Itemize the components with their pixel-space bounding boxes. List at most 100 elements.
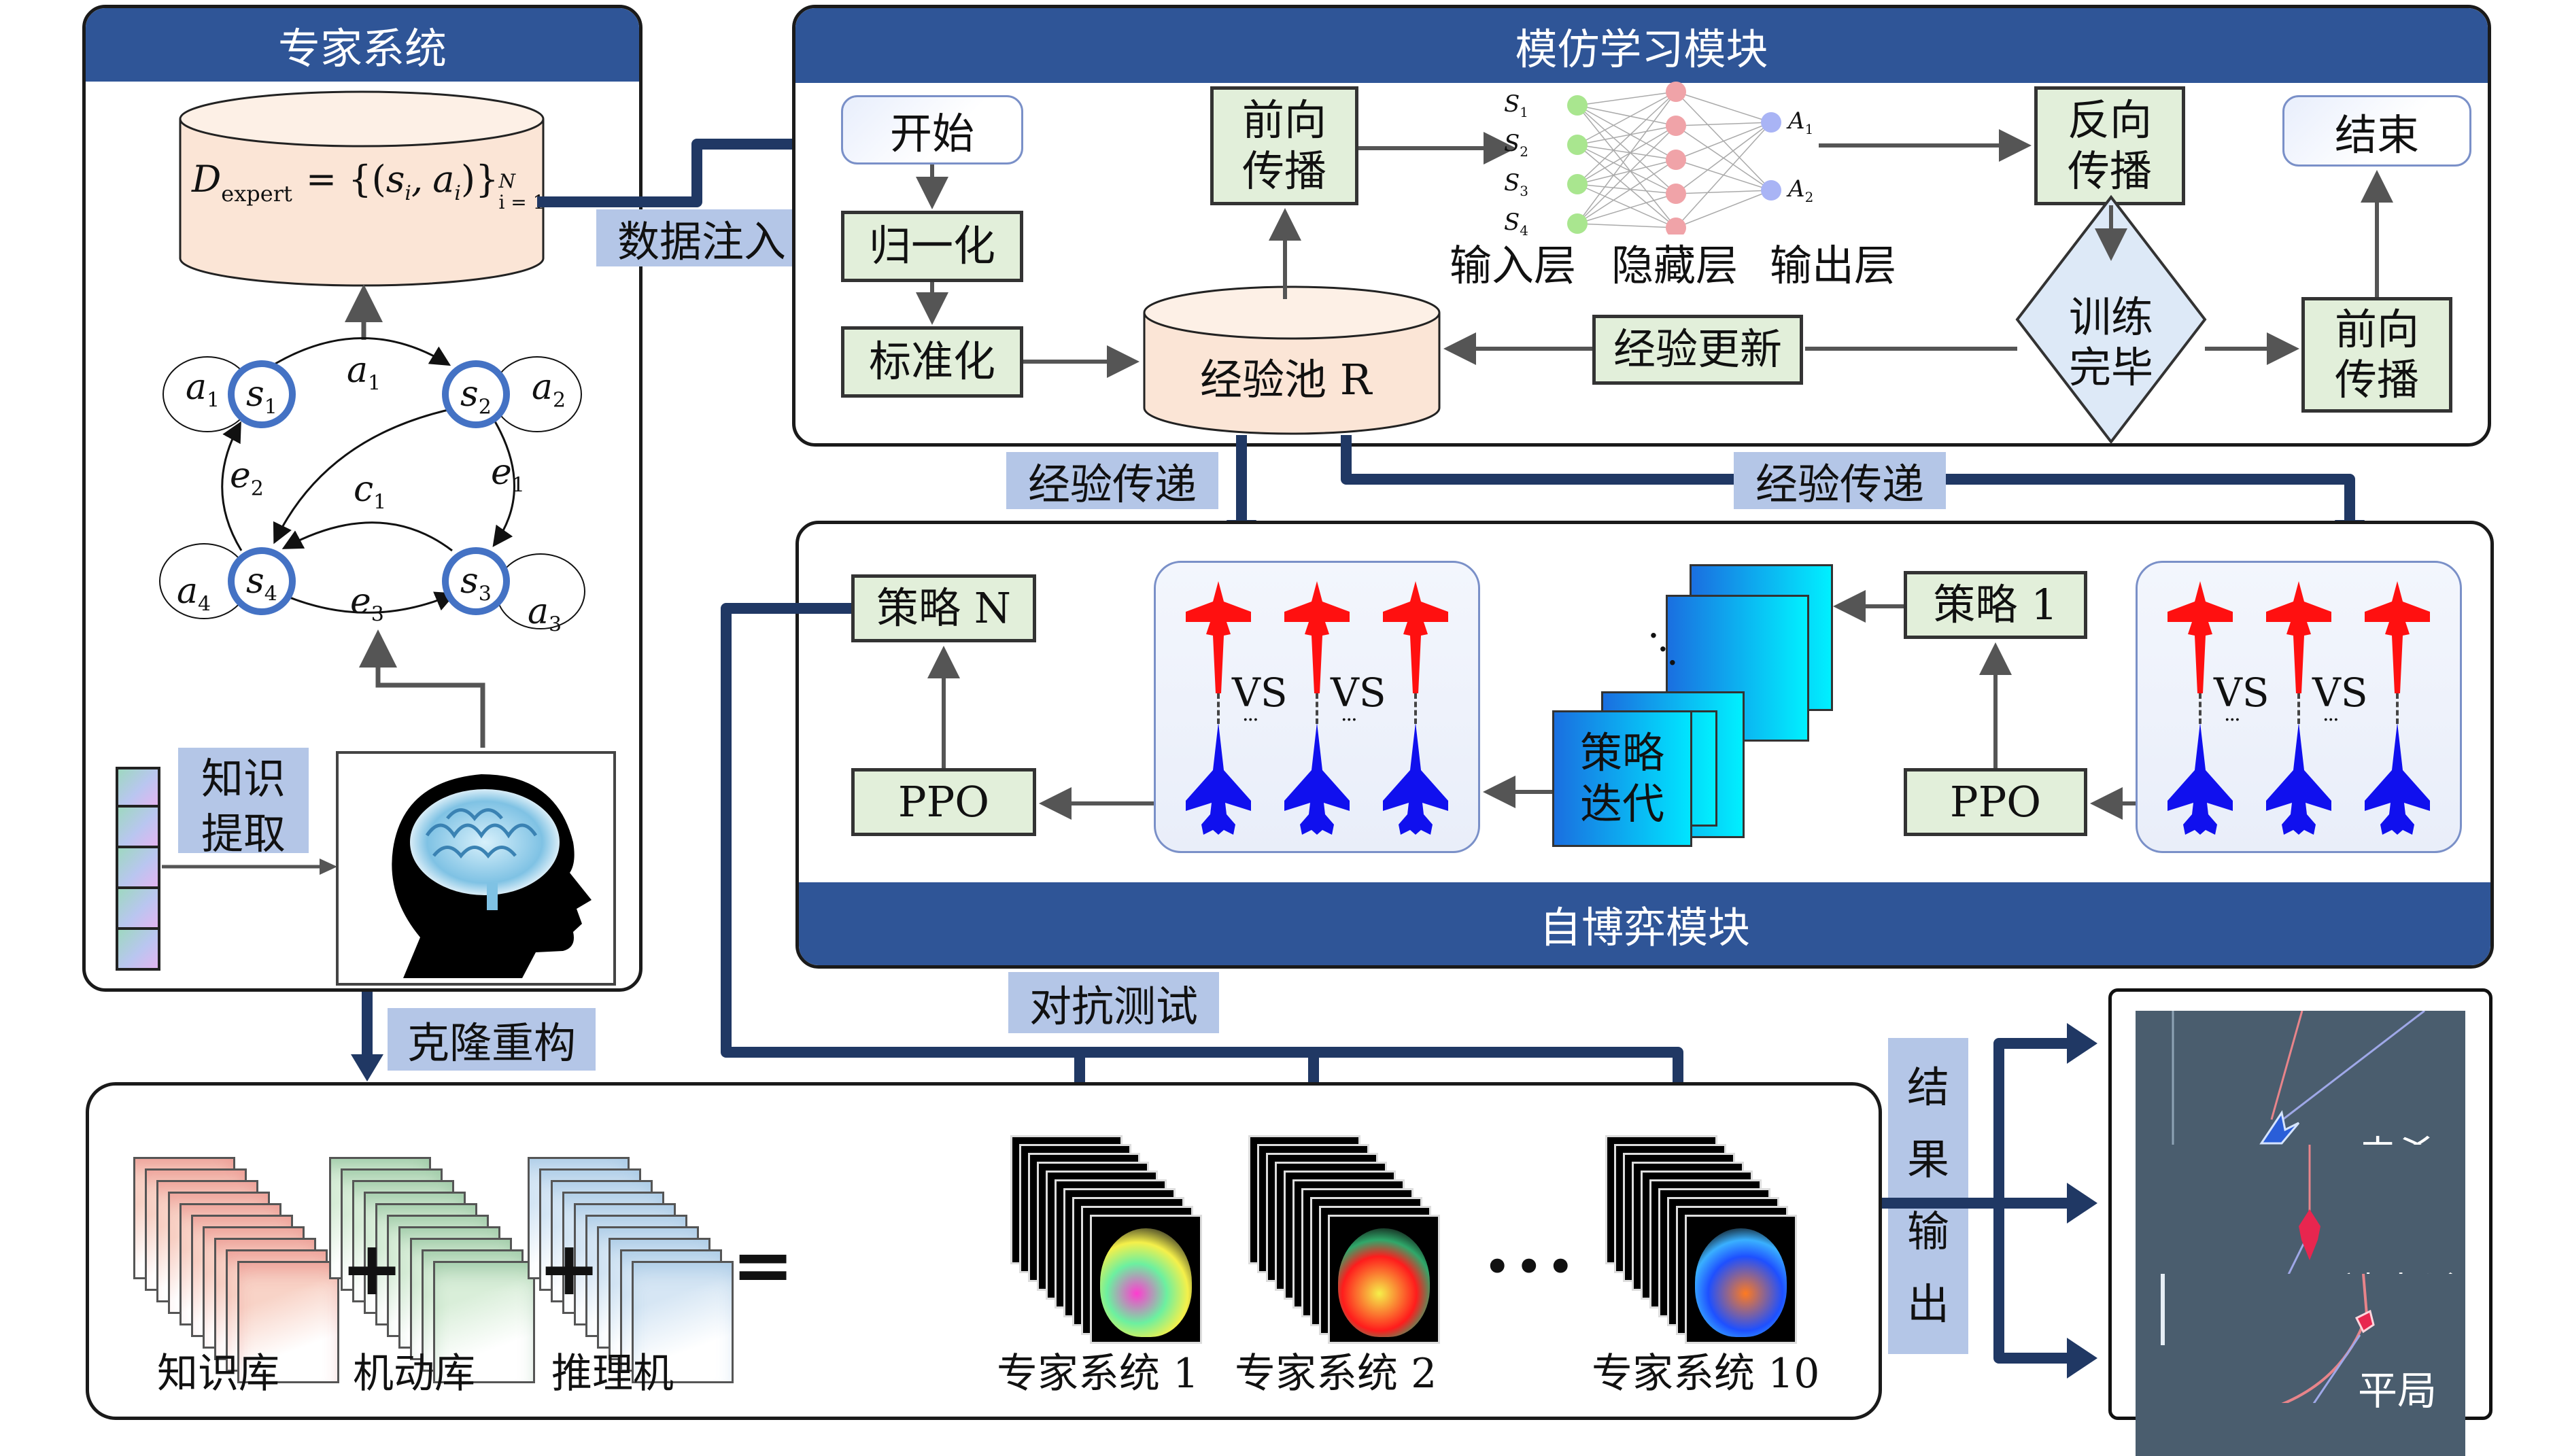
edge-s2-s4 <box>273 406 458 544</box>
edge-label-e3: e3 <box>350 581 384 627</box>
experience-transfer-tag-left: 经验传递 <box>1006 452 1218 509</box>
versus-label: VS <box>2312 670 2368 716</box>
blue-jet-icon <box>1283 723 1351 837</box>
nn-output-label: A1 <box>1788 107 1814 137</box>
normalize-node: 归一化 <box>841 211 1023 282</box>
edge-label-e2: e2 <box>230 455 264 501</box>
result-scene-draw: 平局 <box>2136 1273 2465 1456</box>
nn-edge <box>1577 223 1677 228</box>
result-output-tag: 结 果 输 出 <box>1888 1038 1968 1354</box>
knowledge-extract-tag: 知识 提取 <box>178 748 309 859</box>
nn-edge <box>1577 105 1677 160</box>
state-label-s1: s1 <box>246 374 277 419</box>
layer-label-output: 输出层 <box>1770 241 1897 290</box>
edge-s1-s2 <box>275 337 451 366</box>
forward-prop-node-2: 前向 传播 <box>2301 297 2452 413</box>
plus-operator: + <box>538 1225 601 1312</box>
nn-input-node <box>1567 95 1588 116</box>
state-node-s1 <box>228 360 296 428</box>
adversarial-test-tag: 对抗测试 <box>1008 972 1219 1033</box>
policy-card-front: 策略 迭代 <box>1552 710 1692 847</box>
heatmap-card <box>632 1261 734 1383</box>
versus-dashed-line <box>1217 693 1220 724</box>
nn-edge <box>1675 190 1772 228</box>
versus-dashed-line <box>2199 693 2201 724</box>
nn-edge <box>1577 105 1677 228</box>
heatmap-card <box>237 1261 339 1383</box>
knowledge-extract-line1: 知识 <box>201 754 286 803</box>
imitation-learning-panel: 模仿学习模块 <box>792 5 2491 447</box>
versus-ellipsis: ... <box>1341 702 1358 726</box>
formula-close: )} <box>461 158 499 201</box>
plus-operator: + <box>341 1225 404 1312</box>
stack-dots: . . . <box>1649 612 1677 672</box>
nn-edge <box>1577 144 1677 228</box>
back-prop-node: 反向 传播 <box>2034 86 2185 205</box>
nn-edge <box>1675 122 1772 194</box>
versus-dashed-line <box>1414 693 1417 724</box>
nn-edge <box>1577 144 1677 160</box>
nn-edge <box>1577 144 1677 194</box>
state-label-s2: s2 <box>460 374 492 419</box>
extract-arrow <box>162 859 337 875</box>
nn-edge <box>1577 159 1677 224</box>
component-label: 知识库 <box>157 1350 279 1398</box>
policy-iteration-line1: 策略 <box>1579 728 1664 778</box>
neural-network <box>1567 82 1781 235</box>
formula-i2: i <box>454 181 462 205</box>
imitation-learning-title: 模仿学习模块 <box>795 8 2488 83</box>
result-char-1: 结 <box>1906 1062 1949 1112</box>
nn-hidden-node <box>1666 218 1686 235</box>
nn-input-node <box>1567 135 1588 155</box>
formula-sub: expert <box>221 181 292 207</box>
red-jet-icon <box>2166 581 2234 696</box>
state-node-s4 <box>228 547 296 615</box>
feature-cell <box>116 808 160 848</box>
feature-cell <box>116 930 160 971</box>
nn-input-node <box>1567 213 1588 234</box>
nn-output-node <box>1761 180 1781 201</box>
training-done-line1: 训练 <box>2068 292 2153 342</box>
end-node: 结束 <box>2282 95 2471 167</box>
experience-pool-cylinder <box>1143 285 1441 435</box>
state-label-s3: s3 <box>460 561 492 606</box>
policy-iteration-line2: 迭代 <box>1579 778 1664 829</box>
layer-label-input: 输入层 <box>1450 241 1577 290</box>
forward-prop-2-line2: 传播 <box>2334 355 2419 404</box>
formula-i1: i <box>405 181 412 205</box>
nn-edge <box>1577 184 1677 194</box>
formula-a: a <box>432 158 455 201</box>
nn-output-label: A2 <box>1788 175 1814 205</box>
feature-cell <box>116 848 160 889</box>
nn-edge <box>1675 91 1772 123</box>
expert-ellipsis: ••• <box>1483 1238 1578 1296</box>
edge-s2-s3 <box>492 421 515 547</box>
state-node-s2 <box>442 360 510 428</box>
nn-edge <box>1577 125 1677 145</box>
nn-edge <box>1577 91 1677 224</box>
edge-label-a1: a1 <box>347 350 381 396</box>
nn-edge <box>1577 105 1677 126</box>
edge-s4-s1 <box>221 421 243 551</box>
nn-input-node <box>1567 174 1588 194</box>
ppo-left-node: PPO <box>851 768 1036 836</box>
brain-image-box <box>336 751 616 986</box>
start-node: 开始 <box>841 95 1023 164</box>
blue-jet-icon <box>1184 723 1252 837</box>
state-transition-graph <box>159 284 585 748</box>
nn-edge <box>1577 91 1677 145</box>
edge-label-e1: e1 <box>491 452 525 498</box>
blue-jet-icon <box>2363 723 2431 837</box>
component-label: 推理机 <box>551 1350 674 1398</box>
nn-output-node <box>1761 112 1781 133</box>
blue-jet-icon <box>2265 723 2333 837</box>
nn-hidden-node <box>1666 150 1686 170</box>
nn-input-label: S4 <box>1504 209 1529 239</box>
forward-prop-1-line2: 传播 <box>1241 145 1326 196</box>
experience-transfer-tag-right: 经验传递 <box>1734 452 1946 509</box>
training-done-diamond <box>2015 194 2207 445</box>
nn-edge <box>1675 122 1772 228</box>
loop-label-a3: a3 <box>528 591 562 637</box>
forward-prop-1-line1: 前向 <box>1241 95 1326 145</box>
